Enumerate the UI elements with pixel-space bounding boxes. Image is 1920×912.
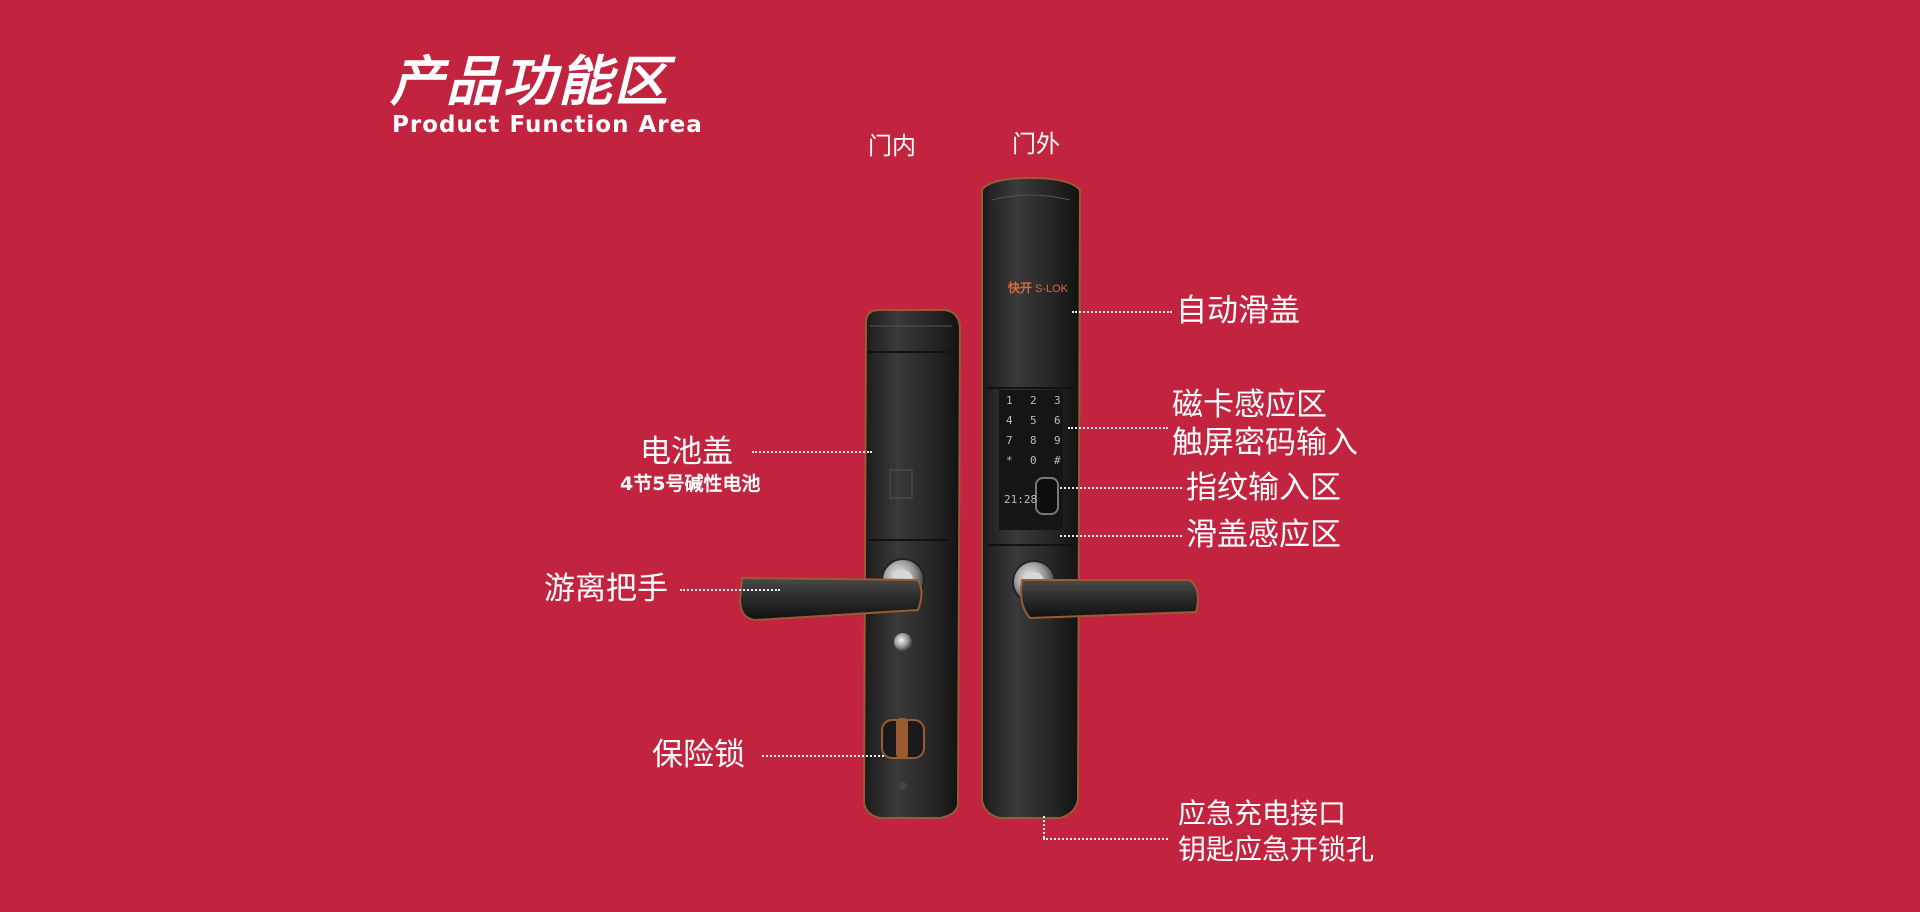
- display-clock: 21:28: [1004, 493, 1037, 506]
- inner-lock-body: [862, 309, 962, 819]
- page-title: 产品功能区: [390, 50, 670, 113]
- keypad-key: #: [1054, 454, 1061, 467]
- brand-logo-latin: S-LOK: [1035, 283, 1069, 295]
- label-outside: 门外: [1012, 130, 1060, 158]
- callout-emergency-charge: 应急充电接口: [1178, 797, 1347, 830]
- leader-line: [1060, 535, 1182, 537]
- callout-safety-lock: 保险锁: [652, 737, 745, 773]
- keypad-key: 4: [1006, 414, 1013, 427]
- keypad-key: 2: [1030, 394, 1037, 407]
- callout-card-area: 磁卡感应区: [1172, 387, 1327, 423]
- callout-auto-slide-cover: 自动滑盖: [1176, 293, 1300, 329]
- callout-handle: 游离把手: [544, 571, 668, 607]
- callout-battery-cover: 电池盖: [640, 434, 733, 470]
- callout-slide-sensor: 滑盖感应区: [1186, 517, 1341, 553]
- brand-logo: 快开: [1008, 280, 1032, 295]
- keypad-key: 6: [1054, 414, 1061, 427]
- leader-line: [752, 451, 872, 453]
- leader-line: [1060, 487, 1182, 489]
- keypad-key: 5: [1030, 414, 1037, 427]
- callout-emergency-key: 钥匙应急开锁孔: [1178, 833, 1375, 866]
- outer-handle: [1020, 579, 1199, 620]
- callout-battery-note: 4节5号碱性电池: [620, 473, 761, 495]
- leader-line: [1043, 816, 1045, 838]
- leader-line: [680, 589, 780, 591]
- keypad-key: 3: [1054, 394, 1061, 407]
- callout-touch-password: 触屏密码输入: [1172, 425, 1358, 461]
- page-subtitle: Product Function Area: [392, 112, 703, 138]
- callout-fingerprint: 指纹输入区: [1186, 470, 1341, 506]
- keypad-key: 7: [1006, 434, 1013, 447]
- keypad-key: 0: [1030, 454, 1037, 467]
- leader-line: [1072, 311, 1172, 313]
- label-inside: 门内: [868, 132, 916, 160]
- keypad-key: 1: [1006, 394, 1013, 407]
- keypad-key: 9: [1054, 434, 1061, 447]
- inner-handle: [738, 576, 923, 622]
- keypad-key: *: [1006, 454, 1013, 467]
- keypad-key: 8: [1030, 434, 1037, 447]
- leader-line: [762, 755, 884, 757]
- leader-line: [1043, 838, 1168, 840]
- leader-line: [1068, 427, 1168, 429]
